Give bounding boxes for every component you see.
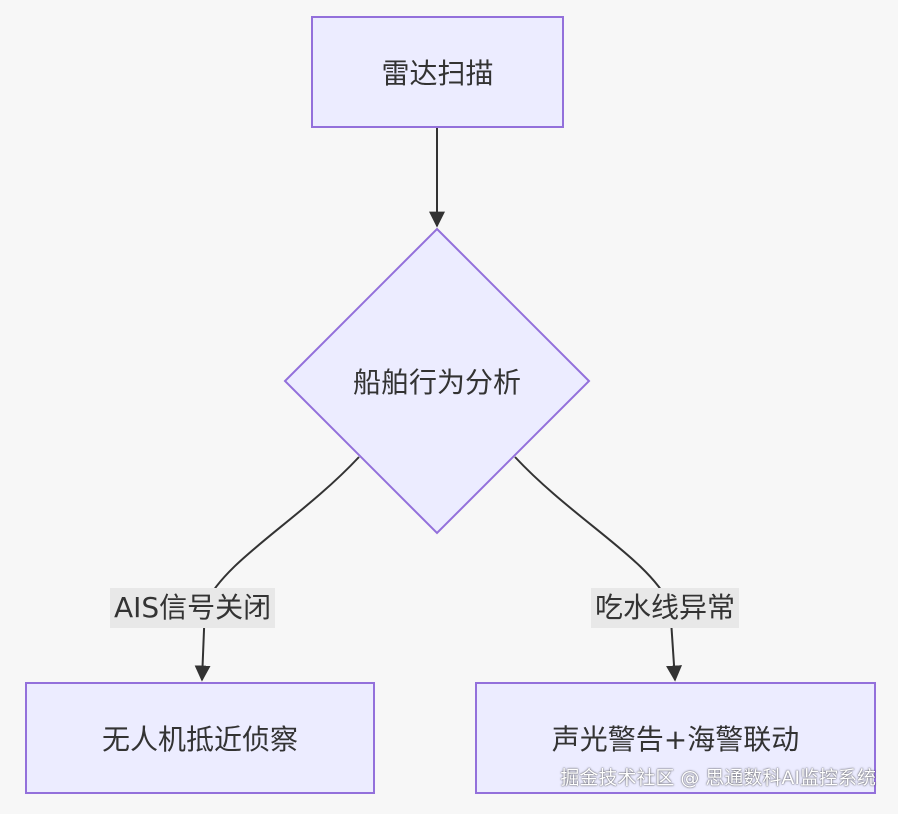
edge-label-ais-off: AIS信号关闭 xyxy=(110,588,276,628)
node-alarm-coastguard: 声光警告+海警联动 xyxy=(475,682,876,794)
node-drone-recon-label: 无人机抵近侦察 xyxy=(101,723,298,756)
decision-diamond xyxy=(283,227,591,535)
node-drone-recon: 无人机抵近侦察 xyxy=(25,682,375,794)
watermark: 掘金技术社区 @ 思通数科AI监控系统 xyxy=(560,767,876,789)
node-vessel-behavior-analysis-label: 船舶行为分析 xyxy=(352,366,521,399)
node-radar-scan: 雷达扫描 xyxy=(311,16,564,128)
edge-label-draft-abnormal: 吃水线异常 xyxy=(591,588,740,628)
node-alarm-coastguard-label: 声光警告+海警联动 xyxy=(551,723,800,756)
node-radar-scan-label: 雷达扫描 xyxy=(381,57,494,90)
edge-analysis-to-drone xyxy=(194,456,360,682)
edge-analysis-to-alarm xyxy=(514,456,683,682)
node-vessel-behavior-analysis: 船舶行为分析 xyxy=(317,361,557,401)
